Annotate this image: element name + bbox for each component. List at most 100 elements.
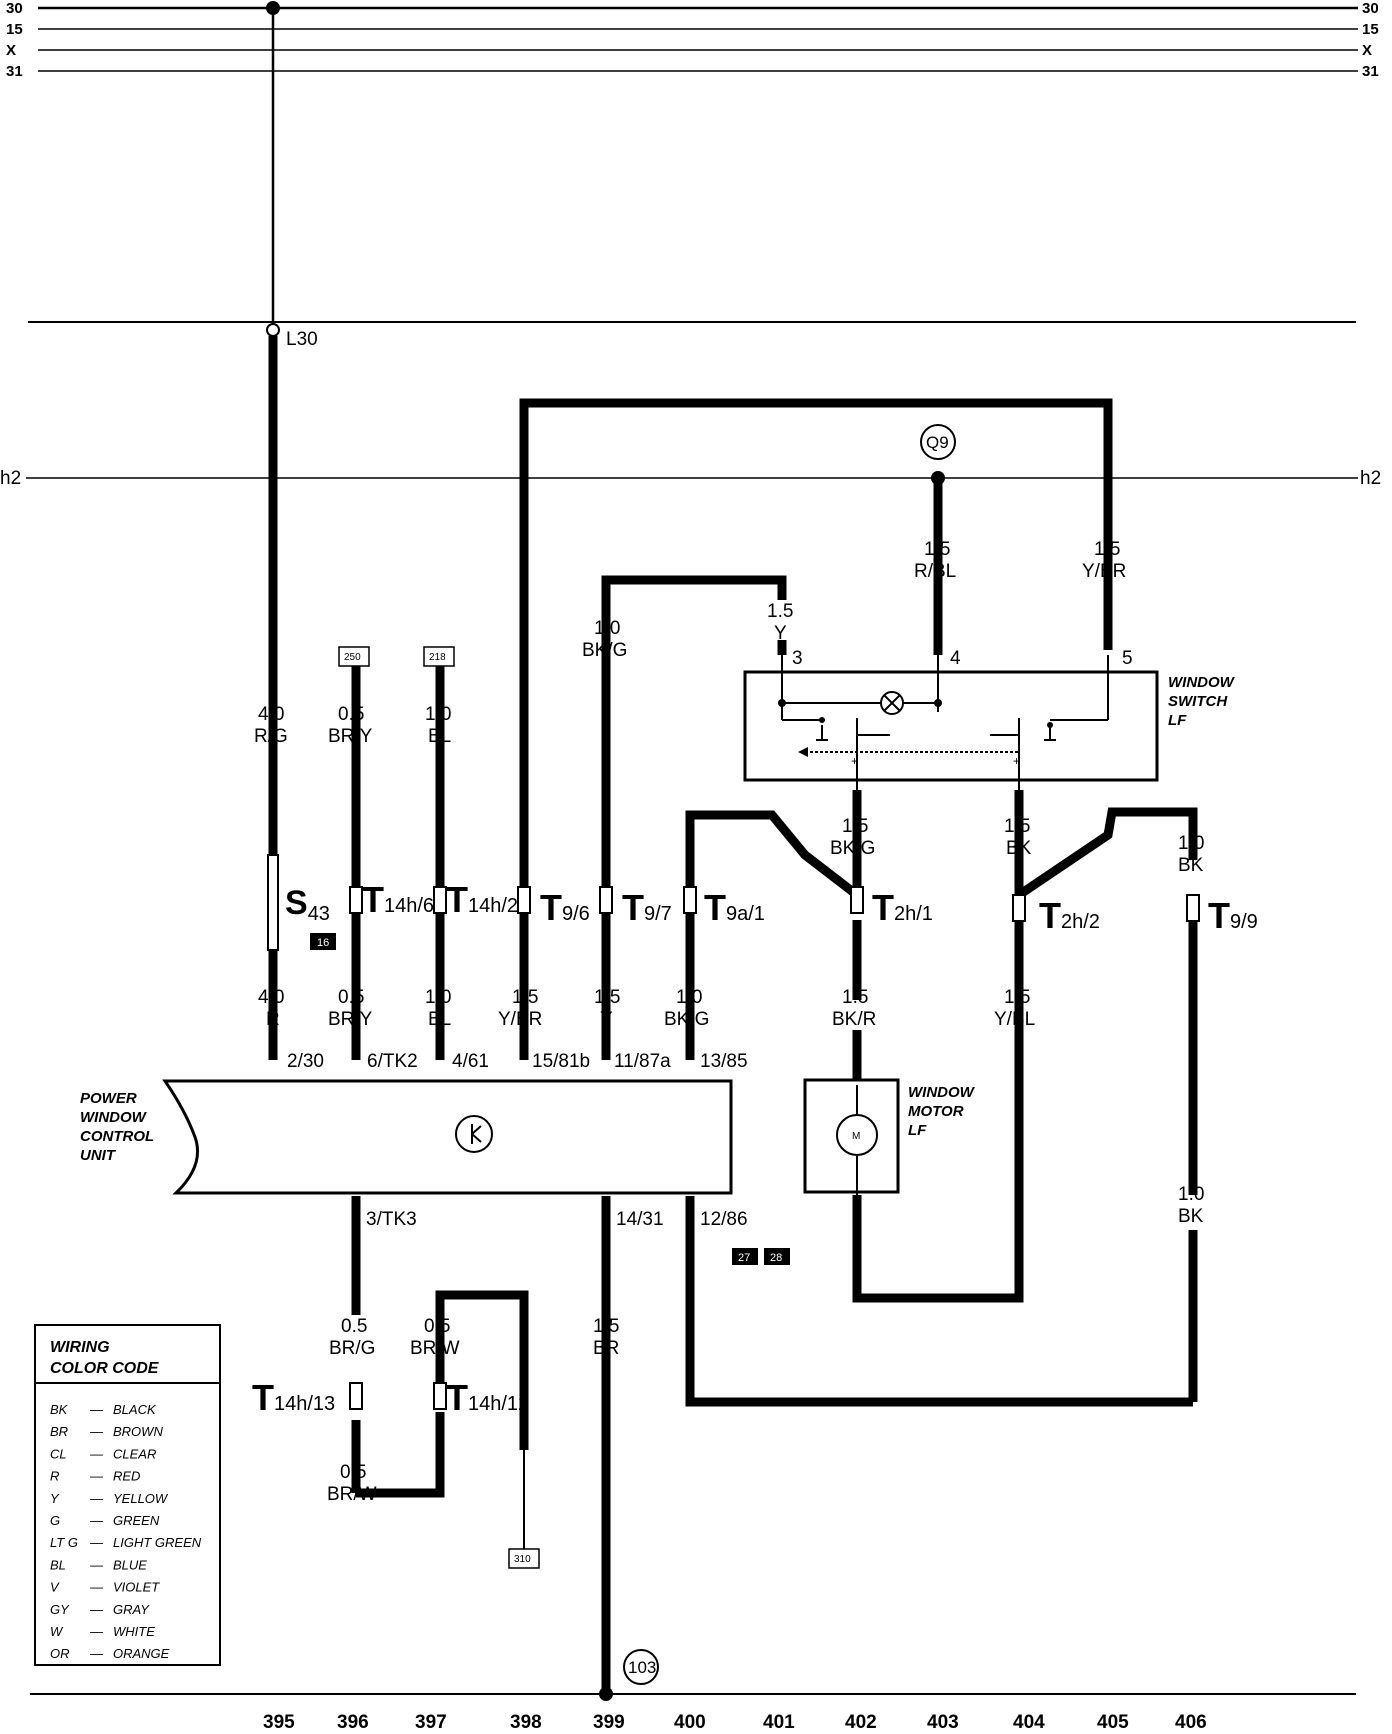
wire-label: 1.5 <box>842 987 868 1008</box>
wire-label: 1.0 <box>594 618 620 639</box>
legend-code: W <box>50 1624 64 1639</box>
legend-name: WHITE <box>113 1624 155 1639</box>
legend-name: ORANGE <box>113 1646 170 1661</box>
control-unit-label: UNIT <box>80 1147 117 1164</box>
bus-label-right: 30 <box>1362 0 1379 17</box>
window-switch-label: LF <box>1168 712 1187 729</box>
wire-label: 0.5 <box>341 1316 367 1337</box>
grid-number: 403 <box>927 1712 959 1733</box>
wire-label: 0.5 <box>338 704 364 725</box>
h2-label-right: h2 <box>1360 468 1381 489</box>
connector-t14h2: T14h/2 <box>446 879 518 920</box>
wire-label: BK/G <box>582 640 627 661</box>
wire-label: 0.5 <box>424 1316 450 1337</box>
legend-code: BR <box>50 1424 68 1439</box>
ref-label: 218 <box>429 652 446 663</box>
legend-dash: — <box>89 1446 104 1461</box>
window-motor-label: LF <box>908 1122 927 1139</box>
svg-text:+: + <box>851 754 858 768</box>
grid-number: 397 <box>415 1712 447 1733</box>
pin-label: 3/TK3 <box>366 1209 417 1230</box>
grid-number: 405 <box>1097 1712 1129 1733</box>
wire-label: BR/Y <box>328 1009 373 1030</box>
connector-t96: T9/6 <box>540 887 590 928</box>
wire-label: R/BL <box>914 561 956 582</box>
ref-label: 103 <box>628 1658 656 1677</box>
ref-circle-103 <box>623 1649 659 1685</box>
wire-label: 1.5 <box>1094 539 1120 560</box>
legend-name: BLUE <box>113 1557 147 1572</box>
wire-label: R <box>266 1009 280 1030</box>
legend-dash: — <box>89 1491 104 1506</box>
legend-dash: — <box>89 1557 104 1572</box>
ref-box-250 <box>338 646 370 667</box>
pin-label: 11/87a <box>614 1051 671 1072</box>
wire-label: 1.5 <box>767 601 793 622</box>
pin-label: 5 <box>1122 648 1133 669</box>
bus-label-right: 31 <box>1362 63 1379 80</box>
wire-label: Y/BR <box>498 1009 542 1030</box>
connector-t14h13: T14h/13 <box>252 1377 335 1418</box>
wire-label: 1.0 <box>1178 1184 1204 1205</box>
wire-label: BL <box>428 1009 451 1030</box>
pin-label: 6/TK2 <box>367 1051 418 1072</box>
grid-number: 395 <box>263 1712 295 1733</box>
legend-dash: — <box>89 1469 104 1484</box>
wire-label: 0.5 <box>340 1462 366 1483</box>
wire-label: BR/W <box>410 1338 460 1359</box>
legend-title: COLOR CODE <box>50 1360 160 1377</box>
bus-label-left: 15 <box>6 21 23 38</box>
wire-label: BK/G <box>830 838 875 859</box>
motor-icon <box>836 1114 878 1156</box>
grid-number: 398 <box>510 1712 542 1733</box>
bus-label-left: 31 <box>6 63 23 80</box>
connector-s43: S43 <box>285 884 330 925</box>
wire-label: BK <box>1178 1206 1204 1227</box>
wire-label: 0.5 <box>338 987 364 1008</box>
legend-name: GRAY <box>113 1602 150 1617</box>
ref-label: 27 <box>738 1252 750 1264</box>
pin-label: 4 <box>950 648 961 669</box>
ref-circle-q9 <box>920 424 956 460</box>
bus-lines <box>26 6 1358 1695</box>
window-motor-label: MOTOR <box>908 1103 964 1120</box>
legend-code: LT G <box>50 1535 78 1550</box>
relay-symbol <box>455 1115 493 1153</box>
window-motor-label: WINDOW <box>908 1084 976 1101</box>
power-window-control-unit-box <box>162 1079 733 1195</box>
legend-code: GY <box>50 1602 70 1617</box>
legend-code: V <box>50 1580 60 1595</box>
window-switch-box <box>743 670 1159 782</box>
wire-label: 1.0 <box>425 704 451 725</box>
legend-dash: — <box>89 1424 104 1439</box>
legend-name: CLEAR <box>113 1446 156 1461</box>
wire-label: 1.5 <box>594 987 620 1008</box>
wire-label: 1.5 <box>1004 987 1030 1008</box>
wire-label: 1.5 <box>842 816 868 837</box>
ref-label: 310 <box>514 1554 531 1565</box>
ref-label: 16 <box>317 937 329 949</box>
ref-box-27 <box>732 1248 758 1265</box>
window-switch-label: SWITCH <box>1168 693 1228 710</box>
window-switch-internal: + + <box>778 655 1109 790</box>
ref-box-16 <box>310 933 336 950</box>
pin-label: 14/31 <box>616 1209 664 1230</box>
wire-label: BK <box>1178 855 1204 876</box>
legend-name: LIGHT GREEN <box>113 1535 202 1550</box>
wire-label: Y/BR <box>1082 561 1126 582</box>
connector-t9a1: T9a/1 <box>704 887 765 928</box>
l30-label: L30 <box>286 329 318 350</box>
control-unit-label: POWER <box>80 1090 137 1107</box>
wire-label: BR/W <box>327 1484 377 1505</box>
legend-dash: — <box>89 1602 104 1617</box>
wire-label: BK <box>1006 838 1032 859</box>
wire-label: BK/R <box>832 1009 876 1030</box>
legend-items: BK—BLACKBR—BROWNCL—CLEARR—REDY—YELLOWG—G… <box>50 1402 202 1661</box>
wire-label: BK/G <box>664 1009 709 1030</box>
legend-name: RED <box>113 1469 140 1484</box>
connector-t2h2: T2h/2 <box>1039 895 1100 936</box>
legend-name: GREEN <box>113 1513 160 1528</box>
wire-label: 1.5 <box>593 1316 619 1337</box>
svg-text:+: + <box>1013 754 1020 768</box>
